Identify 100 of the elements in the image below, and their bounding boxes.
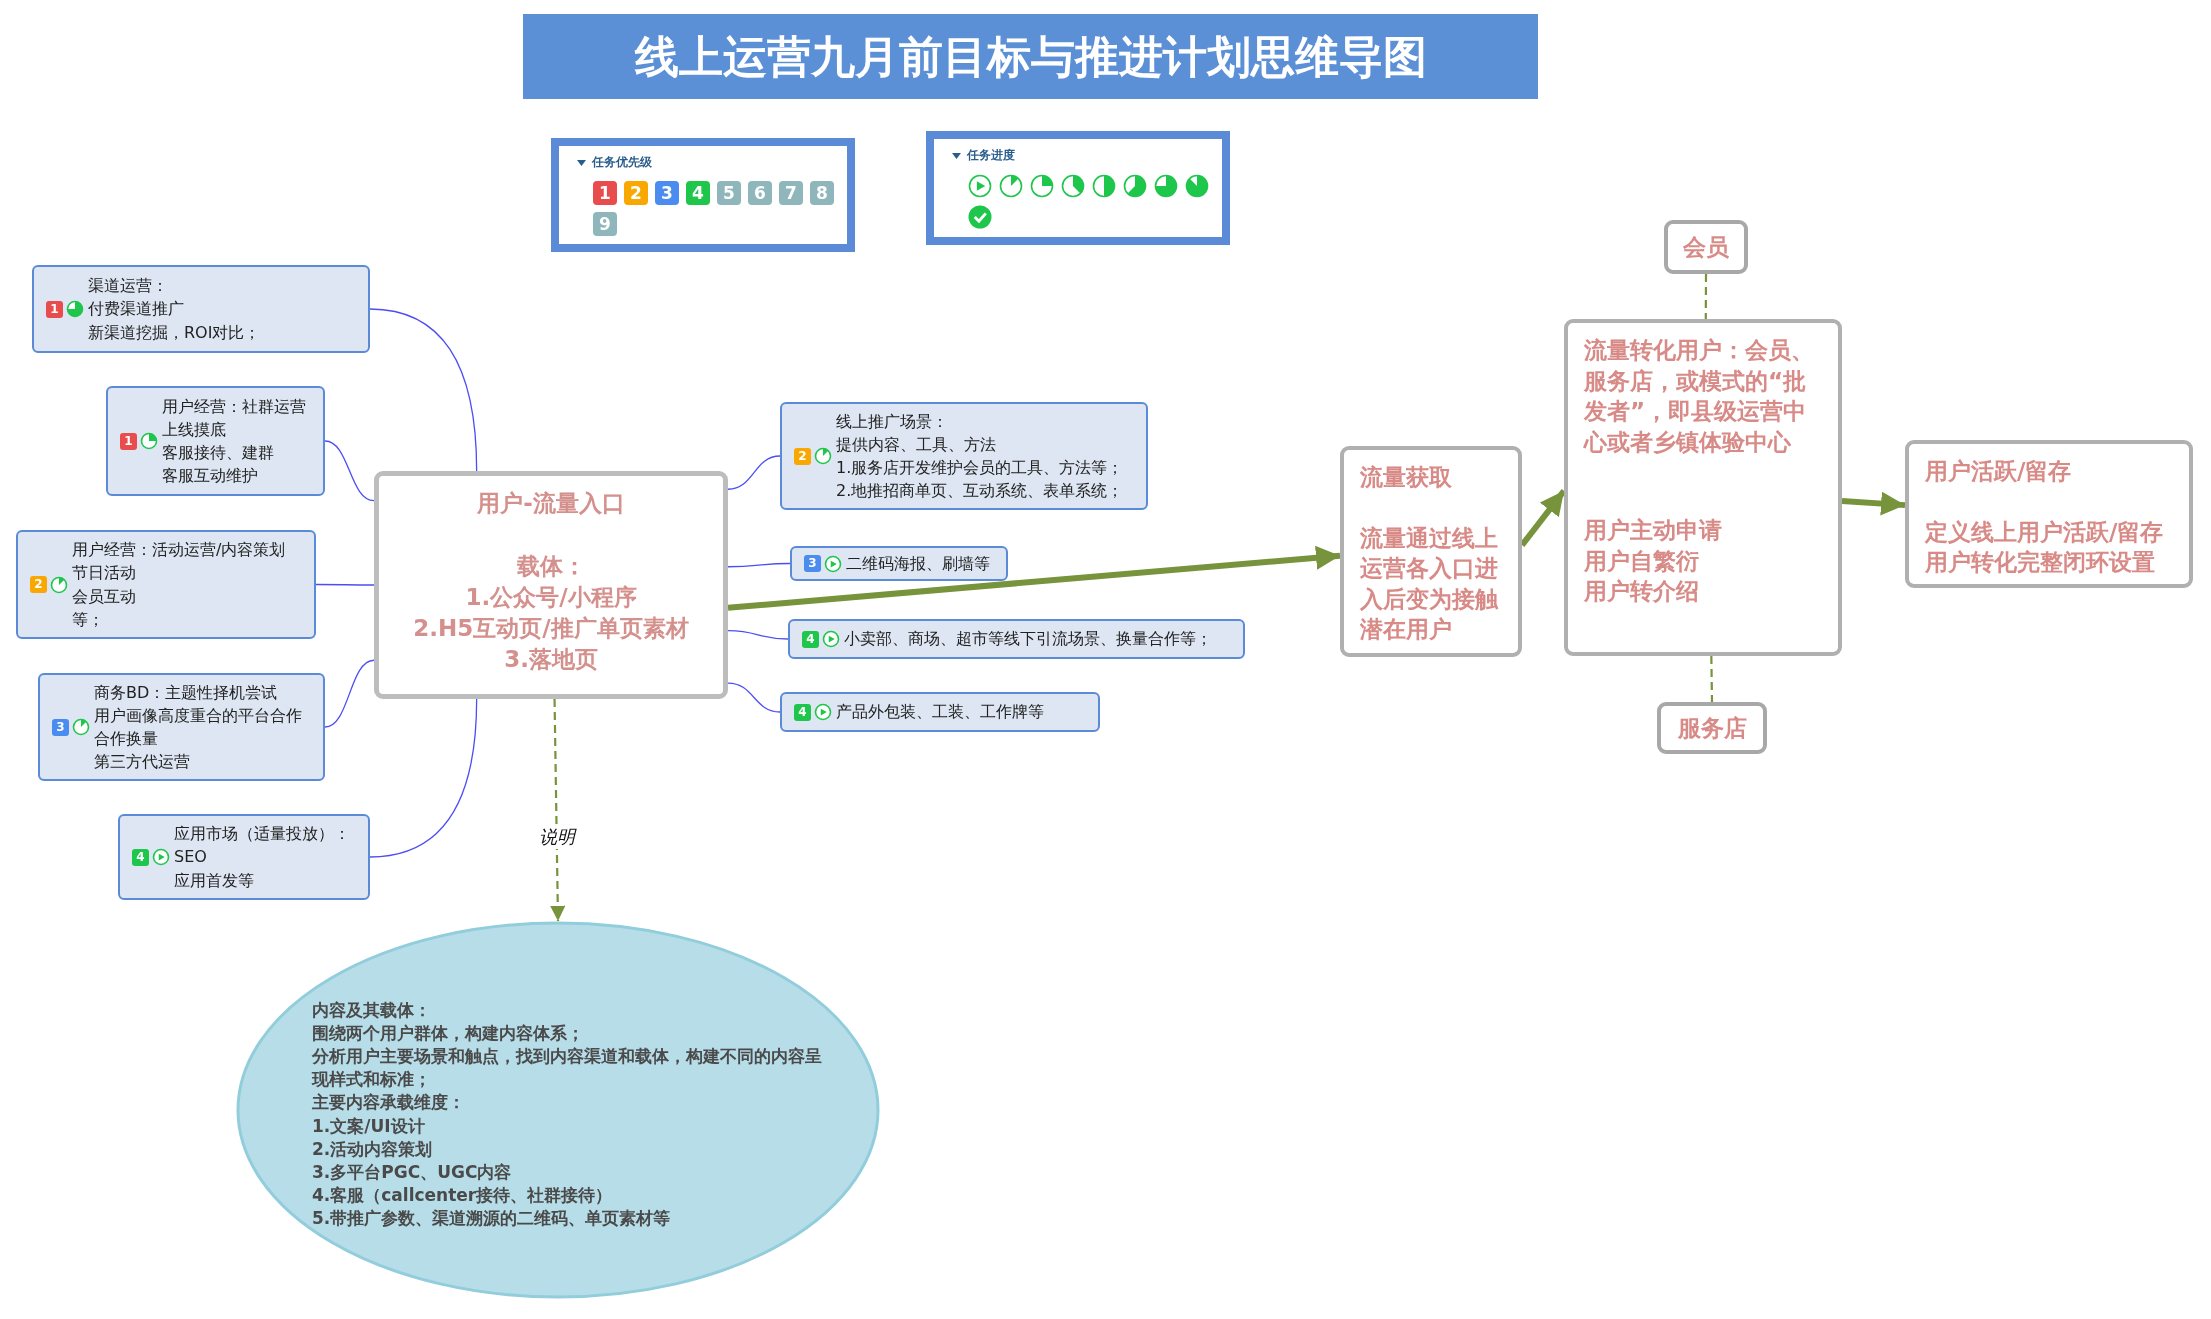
- node-text: 合作换量: [94, 728, 159, 750]
- task-node: [118, 814, 370, 900]
- node-text: 等；: [72, 608, 105, 631]
- node-text: 2.活动内容策划: [312, 1137, 434, 1161]
- task-node: [780, 402, 1148, 510]
- connector-line: [727, 682, 781, 713]
- topic-box: [1564, 319, 1842, 656]
- priority-badge: 8: [810, 181, 834, 205]
- node-text: 2.H5互动页/推广单页素材: [412, 614, 690, 644]
- node-text: 用户画像高度重合的平台合作: [94, 704, 302, 727]
- node-text: 会员: [1683, 232, 1729, 262]
- node-text: 3.落地页: [503, 645, 599, 675]
- node-text: 内容及其载体：: [312, 999, 432, 1022]
- task-node: [788, 619, 1245, 659]
- task-node: [16, 530, 316, 639]
- node-text: 第三方代运营: [94, 751, 191, 774]
- node-text: 主要内容承载维度：: [312, 1091, 466, 1115]
- legend-title: 任务优先级: [592, 154, 652, 171]
- priority-badge: 2: [794, 447, 811, 465]
- node-text: 流量获取: [1360, 463, 1453, 492]
- node-text: 1.公众号/小程序: [464, 583, 638, 613]
- connector-line: [727, 629, 789, 640]
- node-text: 载体：: [515, 552, 587, 582]
- node-text: 围绕两个用户群体，构建内容体系；: [312, 1022, 585, 1046]
- priority-badge: 1: [120, 432, 137, 450]
- node-text: 分析用户主要场景和触点，找到内容渠道和载体，构建不同的内容呈现样式和标准；: [312, 1045, 823, 1092]
- node-text: 商务BD：主题性择机尝试: [94, 681, 279, 704]
- node-text: 1.服务店开发维护会员的工具、方法等；: [836, 457, 1124, 479]
- topic-box: [1664, 220, 1748, 274]
- node-text: 定义线上用户活跃/留存: [1925, 517, 2165, 547]
- node-text: 用户活跃/留存: [1925, 457, 2073, 486]
- arrow: [1841, 491, 1906, 516]
- node-text: 用户自繁衍: [1584, 546, 1700, 576]
- node-text: 客服接待、建群: [162, 442, 275, 464]
- priority-badge: 3: [52, 718, 69, 736]
- node-text: 用户主动申请: [1584, 516, 1723, 546]
- node-text: 会员互动: [72, 585, 137, 608]
- node-text: 应用市场（适量投放）：: [174, 823, 350, 846]
- node-text: 流量通过线上运营各入口进入后变为接触潜在用户: [1360, 523, 1500, 645]
- node-text: 用户-流量入口: [476, 489, 626, 518]
- priority-badge: 2: [30, 576, 47, 593]
- connector-line: [727, 455, 781, 490]
- topic-box: [1657, 702, 1767, 754]
- node-text: 上线摸底: [162, 418, 227, 441]
- priority-badge: 4: [132, 848, 149, 866]
- node-text: 5.带推广参数、渠道溯源的二维码、单页素材等: [312, 1207, 672, 1230]
- node-text: 用户经营：社群运营: [162, 395, 306, 418]
- node-text: 1.文案/UI设计: [312, 1114, 426, 1138]
- priority-badge: 3: [655, 181, 679, 205]
- priority-badge: 4: [802, 630, 819, 648]
- node-text: 产品外包装、工装、工作牌等: [836, 701, 1044, 724]
- connector-line: [727, 562, 791, 568]
- arrow: [727, 545, 1341, 611]
- topic-box: [1340, 446, 1522, 657]
- node-text: 节日活动: [72, 562, 137, 585]
- title-bar: 线上运营九月前目标与推进计划思维导图: [523, 14, 1538, 99]
- topic-box: [1905, 440, 2193, 588]
- arrow: [550, 699, 566, 921]
- connector-line: [324, 659, 375, 728]
- node-text: 服务店: [1677, 713, 1747, 743]
- task-node: [790, 546, 1008, 581]
- priority-badge: 4: [794, 703, 811, 721]
- node-text: 新渠道挖掘，ROI对比；: [88, 321, 261, 344]
- node-text: 3.多平台PGC、UGC内容: [312, 1160, 513, 1184]
- node-text: SEO: [174, 846, 208, 869]
- connector-line: [369, 698, 478, 858]
- node-text: 用户转化完整闭环设置: [1925, 548, 2156, 578]
- task-node: [38, 673, 325, 781]
- priority-badge: 4: [686, 181, 710, 205]
- priority-badge: 1: [46, 300, 63, 318]
- priority-badge: 9: [593, 212, 617, 236]
- priority-badge: 6: [748, 181, 772, 205]
- topic-box: [374, 471, 728, 699]
- connector-line: [315, 583, 375, 586]
- priority-badge: 2: [624, 181, 648, 205]
- node-text: 付费渠道推广: [88, 298, 185, 321]
- node-text: 用户转介绍: [1584, 577, 1700, 607]
- priority-badge: 7: [779, 181, 803, 205]
- node-text: 2.地推招商单页、互动系统、表单系统；: [836, 480, 1124, 503]
- legend-title: 任务进度: [967, 147, 1015, 164]
- node-text: 流量转化用户：会员、服务店，或模式的“批发者”，即县级运营中心或者乡镇体验中心: [1584, 336, 1815, 457]
- task-node: [106, 386, 325, 496]
- node-text: 提供内容、工具、方法: [836, 433, 997, 456]
- node-text: 线上推广场景：: [836, 410, 949, 433]
- task-node: [780, 692, 1100, 732]
- node-text: 小卖部、商场、超市等线下引流场景、换量合作等；: [844, 628, 1212, 651]
- connector-line: [324, 440, 375, 502]
- priority-badge: 5: [717, 181, 741, 205]
- connector-line: [1710, 656, 1714, 702]
- node-text: 应用首发等: [174, 869, 255, 892]
- priority-badge: 1: [593, 181, 617, 205]
- task-node: [32, 265, 370, 353]
- node-text: 渠道运营：: [88, 275, 169, 298]
- node-text: 4.客服（callcenter接待、社群接待）: [312, 1183, 614, 1207]
- connector-line: [369, 308, 478, 472]
- priority-badge: 3: [804, 555, 821, 572]
- node-text: 客服互动维护: [162, 465, 259, 488]
- connector-line: [1704, 274, 1708, 319]
- node-text: 用户经营：活动运营/内容策划: [72, 539, 286, 562]
- node-text: 二维码海报、刷墙等: [846, 552, 990, 575]
